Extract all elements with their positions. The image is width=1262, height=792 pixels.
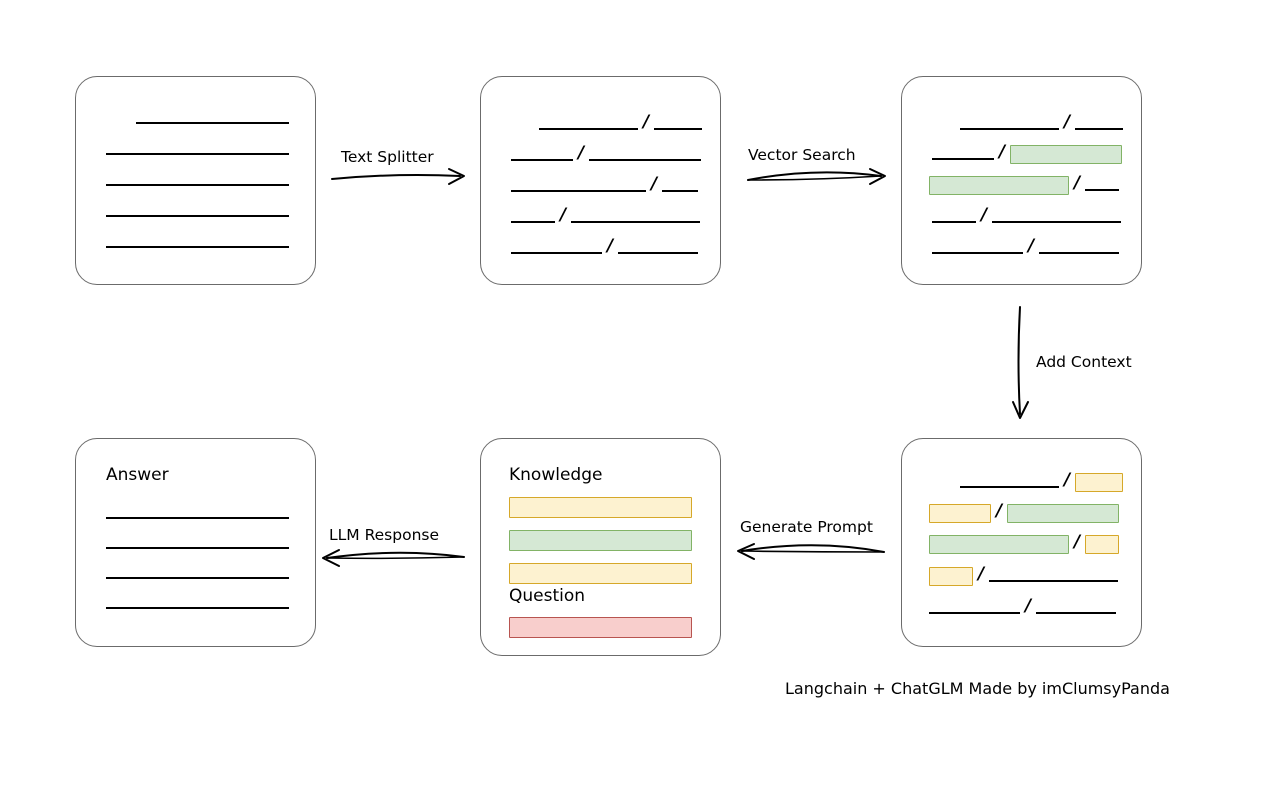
chunk-segment <box>992 221 1122 223</box>
question-heading: Question <box>509 586 586 606</box>
edge-label-llm-response: LLM Response <box>329 526 440 544</box>
chunk-slash: / <box>607 235 614 256</box>
answer-line <box>106 547 289 549</box>
chunk-segment <box>960 128 1059 130</box>
chunk-segment <box>1075 128 1124 130</box>
chunk-slash: / <box>1028 235 1035 256</box>
chunk-slash: / <box>1025 595 1032 616</box>
chunk-segment <box>960 486 1059 488</box>
chunk-slash: / <box>1064 469 1071 490</box>
chunk-segment <box>989 580 1119 582</box>
chunk-segment-highlight-yellow <box>1085 534 1120 554</box>
chunk-slash: / <box>996 500 1003 521</box>
chunk-slash: / <box>643 111 650 132</box>
chunk-segment <box>589 159 702 161</box>
chunk-slash: / <box>560 204 567 225</box>
chunk-segment-highlight-green <box>929 175 1069 195</box>
chunk-slash: / <box>981 204 988 225</box>
chunk-segment-highlight-green <box>1010 144 1123 164</box>
chunk-segment <box>1036 612 1117 614</box>
chunk-slash: / <box>1074 172 1081 193</box>
chunk-segment <box>571 221 701 223</box>
arrow-text-splitter <box>331 168 465 185</box>
knowledge-heading: Knowledge <box>509 465 603 485</box>
answer-line <box>106 607 289 609</box>
chunk-slash: / <box>1064 111 1071 132</box>
chunk-segment <box>1039 252 1120 254</box>
chunk-row: / <box>960 111 1124 133</box>
knowledge-bar-green-1 <box>509 530 692 551</box>
chunk-segment <box>511 190 646 192</box>
card-split-chunks[interactable]: / / / / / <box>480 76 721 285</box>
chunk-row: / <box>960 469 1124 492</box>
arrow-add-context <box>1012 306 1029 419</box>
chunk-segment <box>618 252 699 254</box>
card-context-added[interactable]: / / / / / <box>901 438 1142 647</box>
document-line <box>106 215 289 217</box>
chunk-slash: / <box>978 563 985 584</box>
chunk-segment <box>662 190 699 192</box>
chunk-slash: / <box>1074 531 1081 552</box>
card-answer[interactable]: Answer <box>75 438 316 647</box>
card-prompt[interactable]: Knowledge Question <box>480 438 721 656</box>
edge-label-add-context: Add Context <box>1036 353 1132 371</box>
chunk-row: / <box>511 204 701 226</box>
chunk-row: / <box>932 235 1120 257</box>
question-bar-red <box>509 617 692 638</box>
chunk-slash: / <box>999 141 1006 162</box>
document-line <box>106 184 289 186</box>
chunk-segment <box>511 252 602 254</box>
chunk-slash: / <box>651 173 658 194</box>
chunk-row: / <box>929 563 1119 586</box>
card-vector-matches[interactable]: / / / / / <box>901 76 1142 285</box>
edge-label-generate-prompt: Generate Prompt <box>740 518 873 536</box>
chunk-segment-highlight-yellow <box>929 566 973 586</box>
edge-label-vector-search: Vector Search <box>748 146 856 164</box>
chunk-segment <box>932 221 976 223</box>
chunk-segment <box>654 128 703 130</box>
chunk-row: / <box>511 142 702 164</box>
chunk-row: / <box>932 141 1123 164</box>
chunk-row: / <box>932 204 1122 226</box>
chunk-row: / <box>511 173 699 195</box>
chunk-row: / <box>539 111 703 133</box>
chunk-segment <box>539 128 638 130</box>
document-line <box>136 122 289 124</box>
card-source-document[interactable] <box>75 76 316 285</box>
answer-line <box>106 517 289 519</box>
chunk-segment <box>511 221 555 223</box>
arrow-llm-response <box>322 549 465 567</box>
chunk-row: / <box>929 531 1120 554</box>
chunk-segment-highlight-green <box>929 534 1069 554</box>
answer-heading: Answer <box>106 465 169 485</box>
chunk-row: / <box>929 500 1120 523</box>
chunk-segment <box>932 158 994 160</box>
chunk-segment <box>929 612 1020 614</box>
arrow-generate-prompt <box>737 543 885 560</box>
answer-line <box>106 577 289 579</box>
document-line <box>106 153 289 155</box>
chunk-slash: / <box>578 142 585 163</box>
diagram-caption: Langchain + ChatGLM Made by imClumsyPand… <box>785 679 1170 698</box>
document-line <box>106 246 289 248</box>
edge-label-text-splitter: Text Splitter <box>341 148 434 166</box>
arrow-vector-search <box>747 168 886 185</box>
chunk-segment-highlight-green <box>1007 503 1120 523</box>
knowledge-bar-yellow-1 <box>509 497 692 518</box>
chunk-segment-highlight-yellow <box>1075 472 1124 492</box>
chunk-segment <box>932 252 1023 254</box>
knowledge-bar-yellow-2 <box>509 563 692 584</box>
chunk-row: / <box>929 595 1117 617</box>
chunk-row: / <box>929 172 1120 195</box>
chunk-segment <box>1085 189 1120 191</box>
chunk-segment <box>511 159 573 161</box>
chunk-row: / <box>511 235 699 257</box>
chunk-segment-highlight-yellow <box>929 503 991 523</box>
